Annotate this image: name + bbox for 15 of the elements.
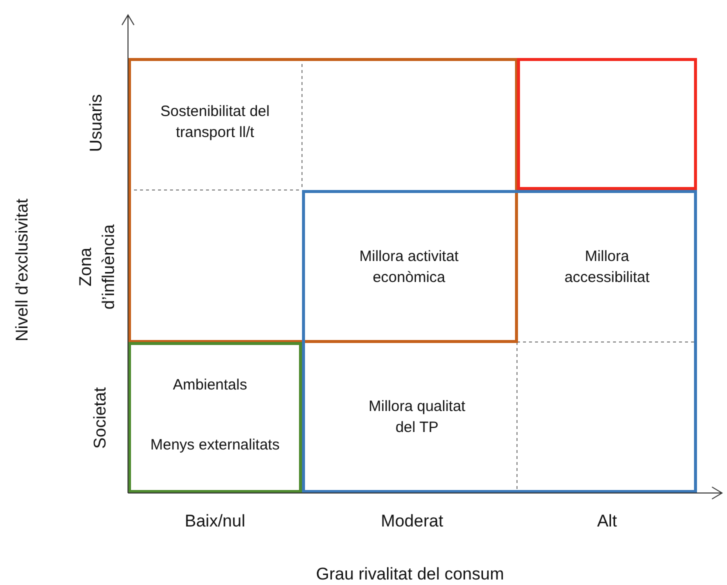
row-label: Zona d’influència [75,223,119,312]
cell-text: Millora accessibilitat [563,247,651,288]
column-label: Baix/nul [184,510,246,532]
cell-text: Ambientals [172,376,248,396]
axis-title: Nivell d’exclusivitat [12,198,32,344]
row-label: Usuaris [86,93,106,154]
column-label: Moderat [380,510,444,532]
cell-text: Millora activitat econòmica [358,247,460,288]
region-outline [517,58,697,190]
column-label: Alt [596,510,618,532]
axis-title: Grau rivalitat del consum [314,564,506,585]
cell-text: Millora qualitat del TP [368,397,466,438]
cell-text: Sostenibilitat del transport ll/t [159,102,271,143]
cell-text: Menys externalitats [149,436,281,456]
row-label: Societat [90,386,110,451]
